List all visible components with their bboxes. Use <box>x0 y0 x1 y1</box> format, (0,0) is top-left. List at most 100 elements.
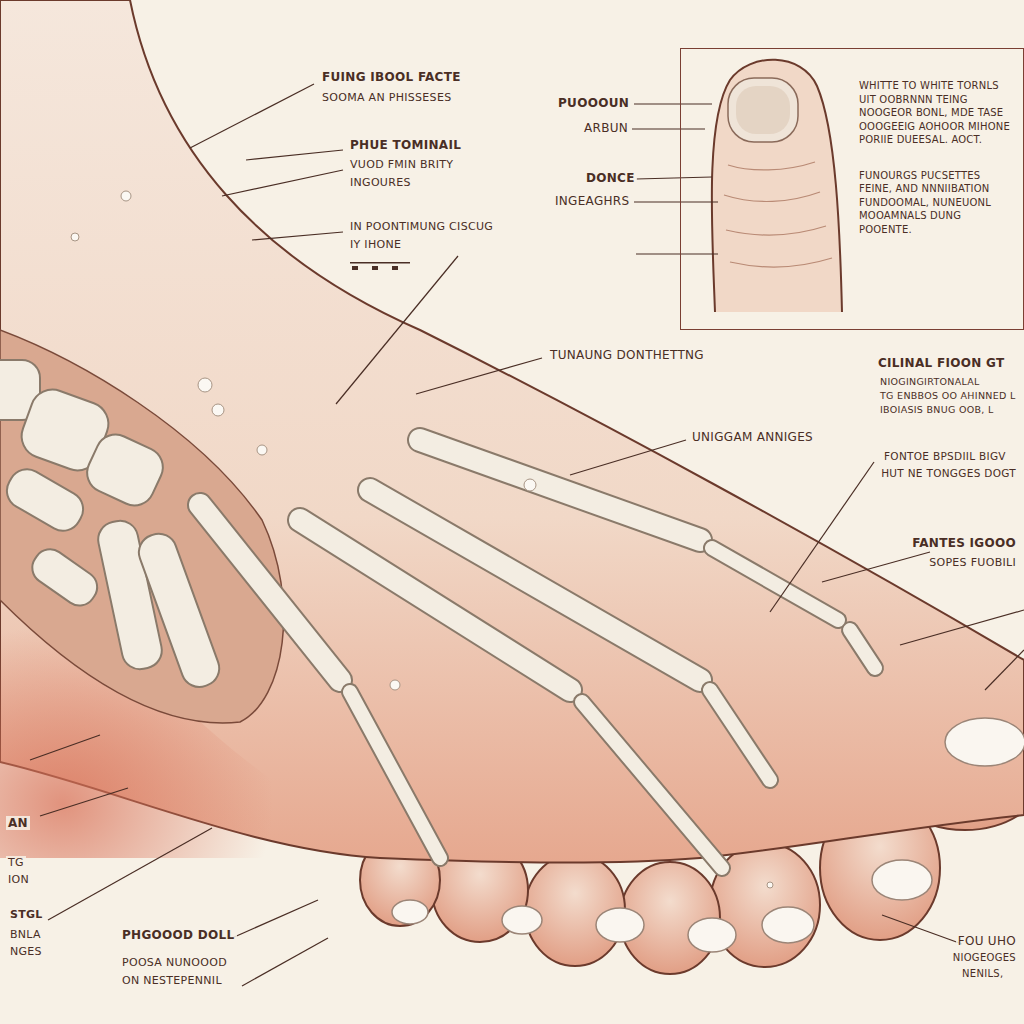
drawing-part <box>985 650 1024 690</box>
part-label: NENILS, <box>960 968 1005 980</box>
drawing-part <box>0 330 284 723</box>
drawing-part <box>767 882 773 888</box>
drawing-part <box>634 103 712 104</box>
drawing-part <box>390 680 400 690</box>
drawing-part <box>252 232 343 240</box>
part-label: INGOURES <box>348 176 413 189</box>
part-label: SOOMA AN PHISSESES <box>320 91 453 104</box>
part-label: IN POONTIMUNG CISCUG <box>348 220 495 233</box>
drawing-part <box>198 378 212 392</box>
drawing-part <box>420 440 700 540</box>
drawing-part <box>0 463 89 538</box>
drawing-part <box>712 548 838 620</box>
drawing-part <box>712 548 838 620</box>
part-label: TUNAUNG DONTHETTNG <box>548 348 706 362</box>
part-label: TG <box>6 856 26 869</box>
part-label: PHUE TOMINAIL <box>348 138 463 152</box>
drawing-part <box>762 907 814 943</box>
drawing-part <box>30 735 100 760</box>
part-label: CILINAL FIOON GT <box>876 356 1006 370</box>
drawing-part <box>596 908 644 942</box>
drawing-part <box>900 610 1024 645</box>
drawing-part <box>710 690 770 780</box>
note-paragraph: WHITTE TO WHITE TORNLS UIT OOBRNNN TEING… <box>859 79 1015 147</box>
part-label: FONTOE BPSDIIL BIGV <box>882 450 1008 463</box>
part-label: ON NESTEPENNIL <box>120 974 224 987</box>
part-label: INGEAGHRS <box>553 194 631 208</box>
part-label: PHGOOOD DOLL <box>120 928 237 942</box>
part-label: BNLA <box>8 928 43 941</box>
drawing-part <box>850 630 875 668</box>
drawing-part <box>350 262 410 264</box>
drawing-part <box>352 266 358 270</box>
drawing-group <box>392 718 1024 952</box>
drawing-part <box>350 692 440 858</box>
part-label: TG ENBBOS OO AHINNED L <box>878 390 1018 401</box>
drawing-part <box>632 128 705 129</box>
drawing-part <box>232 900 318 938</box>
drawing-group <box>350 548 875 868</box>
drawing-part <box>582 702 722 868</box>
part-label: STGL <box>8 908 45 921</box>
drawing-part <box>190 84 314 148</box>
drawing-part <box>242 938 328 986</box>
drawing-part <box>850 630 875 668</box>
part-label: VUOD FMIN BRITY <box>348 158 455 171</box>
part-label: ARBUN <box>582 121 630 135</box>
drawing-part <box>350 692 440 858</box>
drawing-part <box>121 191 131 201</box>
drawing-part <box>736 86 790 134</box>
drawing-part <box>582 702 722 868</box>
drawing-part <box>222 170 343 196</box>
drawing-part <box>634 201 718 202</box>
drawing-part <box>40 788 128 816</box>
drawing-part <box>372 266 378 270</box>
drawing-group <box>350 262 410 270</box>
drawing-part <box>636 177 712 179</box>
drawing-part <box>416 358 542 394</box>
drawing-part <box>882 915 962 944</box>
part-label: NIOGEOGES <box>951 952 1018 964</box>
part-label: FUING IBOOL FACTE <box>320 70 463 84</box>
drawing-part <box>392 266 398 270</box>
drawing-group <box>0 360 224 692</box>
part-label: POOSA NUNOOOD <box>120 956 229 969</box>
part-label: AN <box>6 816 30 830</box>
drawing-group <box>200 440 700 690</box>
drawing-part <box>420 440 700 540</box>
part-label: SOPES FUOBILI <box>927 556 1018 569</box>
drawing-part <box>636 253 718 254</box>
drawing-part <box>502 906 542 934</box>
text-column: WHITTE TO WHITE TORNLS UIT OOBRNNN TEING… <box>859 79 1015 236</box>
drawing-part <box>336 256 458 404</box>
drawing-part <box>570 440 686 475</box>
drawing-group <box>30 84 1024 986</box>
part-label: IBOIASIS BNUG OOB, L <box>878 404 996 415</box>
drawing-group <box>200 440 875 868</box>
part-label: NGES <box>8 945 44 958</box>
drawing-part <box>71 233 79 241</box>
drawing-part <box>728 78 798 142</box>
part-label: NIOGINGIRTONALAL <box>878 376 982 387</box>
drawing-part <box>712 60 842 312</box>
part-label: PUOOOUN <box>556 96 631 110</box>
drawing-part <box>200 505 340 680</box>
part-label: FANTES IGOOO <box>910 536 1018 550</box>
part-label: HUT NE TONGGES DOGT <box>879 467 1018 480</box>
drawing-part <box>246 150 343 160</box>
part-label: ION <box>6 873 31 886</box>
drawing-part <box>212 404 224 416</box>
note-paragraph: FUNOURGS PUCSETTES FEINE, AND NNNIIBATIO… <box>859 169 1015 237</box>
drawing-part <box>524 479 536 491</box>
inset-panel: WHITTE TO WHITE TORNLS UIT OOBRNNN TEING… <box>680 48 1024 330</box>
part-label: FOU UHO <box>956 934 1018 948</box>
drawing-part <box>724 162 832 267</box>
drawing-part <box>134 529 224 692</box>
drawing-part <box>257 445 267 455</box>
drawing-part <box>710 690 770 780</box>
drawing-part <box>770 462 874 612</box>
drawing-part <box>688 918 736 952</box>
part-label: DONCE <box>584 171 637 185</box>
